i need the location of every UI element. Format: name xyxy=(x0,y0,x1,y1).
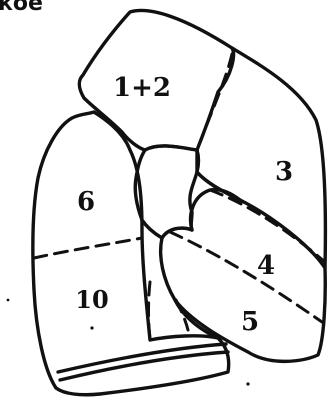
segment-label-6: 6 xyxy=(77,187,95,217)
segment-label-4: 4 xyxy=(257,251,275,281)
speck xyxy=(90,326,93,329)
speck xyxy=(246,382,249,385)
segment-label-10: 10 xyxy=(75,285,108,314)
speck xyxy=(7,299,10,302)
boundary-10-inner xyxy=(149,282,151,340)
segment-label-5: 5 xyxy=(241,307,259,337)
basal-band-top xyxy=(58,344,226,372)
boundary-1-2-3 xyxy=(197,54,232,150)
top-fragment-text: кое xyxy=(0,0,43,16)
boundary-6-10 xyxy=(34,238,142,258)
segment-label-1-2: 1+2 xyxy=(113,73,171,103)
segment-3-outline xyxy=(197,48,325,268)
segment-label-3: 3 xyxy=(275,157,293,187)
segment-3-4-arc xyxy=(197,172,240,200)
